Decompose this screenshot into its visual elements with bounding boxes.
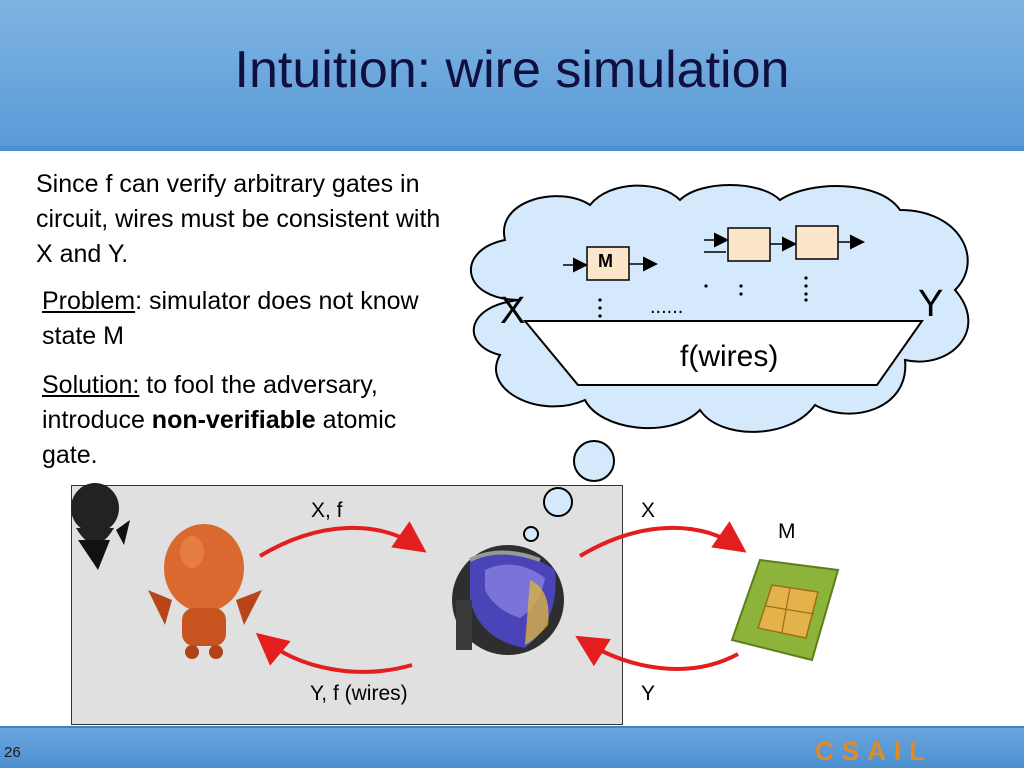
cloud-x-label: X [500,290,526,332]
red-arrows [255,521,747,674]
thought-bubble-large [573,440,615,482]
arrow-label-x-f: X, f [311,499,343,522]
problem-label: Problem [42,287,136,315]
helmet-icon [452,545,564,655]
gate-box-1 [727,227,771,262]
footer-divider [0,726,1024,729]
intro-paragraph: Since f can verify arbitrary gates in ci… [36,170,441,268]
title-band [0,0,1024,146]
arrow-label-y-f-wires: Y, f (wires) [310,682,408,705]
thought-bubble-medium [543,487,573,517]
gate-m-box [586,246,630,281]
sim-card-icon [730,558,840,662]
slide-title: Intuition: wire simulation [234,41,790,99]
circuit-trapezoid [522,320,924,386]
arrow-label-x: X [641,499,656,522]
gate-m-label: M [598,251,613,271]
title-divider [0,146,1024,151]
footer-band [0,728,1024,768]
ellipsis-dots [598,276,808,318]
solution-tail: atomic gate. [42,406,397,469]
thought-bubble-small [523,526,539,542]
problem-paragraph: Problem: simulator does not know state M [42,284,442,354]
arrow-label-y: Y [641,682,656,705]
orange-creature-icon [148,524,262,659]
thought-cloud [469,184,970,433]
solution-paragraph: Solution: to fool the adversary, introdu… [42,368,442,473]
gate-box-2 [795,225,839,260]
black-creature-icon [71,483,130,570]
solution-bold: non-verifiable [151,406,316,434]
cloud-y-label: Y [918,283,944,325]
solution-label: Solution: [42,371,140,399]
f-wires-label: f(wires) [680,340,779,373]
page-number: 26 [4,744,21,761]
sim-card-label-m: M [778,520,796,543]
csail-logo-text: CSAIL [815,736,933,766]
cloud-dots-label: ...... [650,296,684,318]
solution-text: to fool the adversary, introduce [42,371,378,434]
problem-text: : simulator does not know state M [42,287,419,350]
